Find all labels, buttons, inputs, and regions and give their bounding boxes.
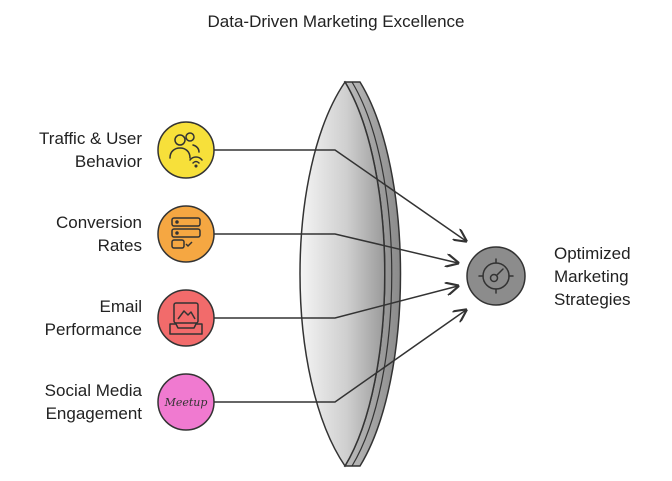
target-gauge-icon bbox=[478, 258, 514, 294]
inbox-tray-icon bbox=[169, 302, 203, 335]
meetup-logo-icon: Meetup bbox=[164, 396, 208, 409]
input-node-traffic bbox=[157, 121, 215, 179]
input-node-social: Meetup bbox=[157, 373, 215, 431]
input-node-conversion bbox=[157, 205, 215, 263]
arrow-traffic bbox=[214, 149, 466, 241]
input-node-email bbox=[157, 289, 215, 347]
arrow-email bbox=[214, 286, 458, 319]
arrow-conversion bbox=[214, 233, 458, 263]
arrow-social bbox=[214, 310, 466, 403]
output-node bbox=[466, 246, 526, 306]
diagram-title: Data-Driven Marketing Excellence bbox=[207, 12, 465, 31]
users-wifi-icon bbox=[169, 132, 203, 168]
lens bbox=[299, 80, 402, 468]
arrows bbox=[214, 149, 466, 403]
server-stack-icon bbox=[171, 217, 201, 249]
